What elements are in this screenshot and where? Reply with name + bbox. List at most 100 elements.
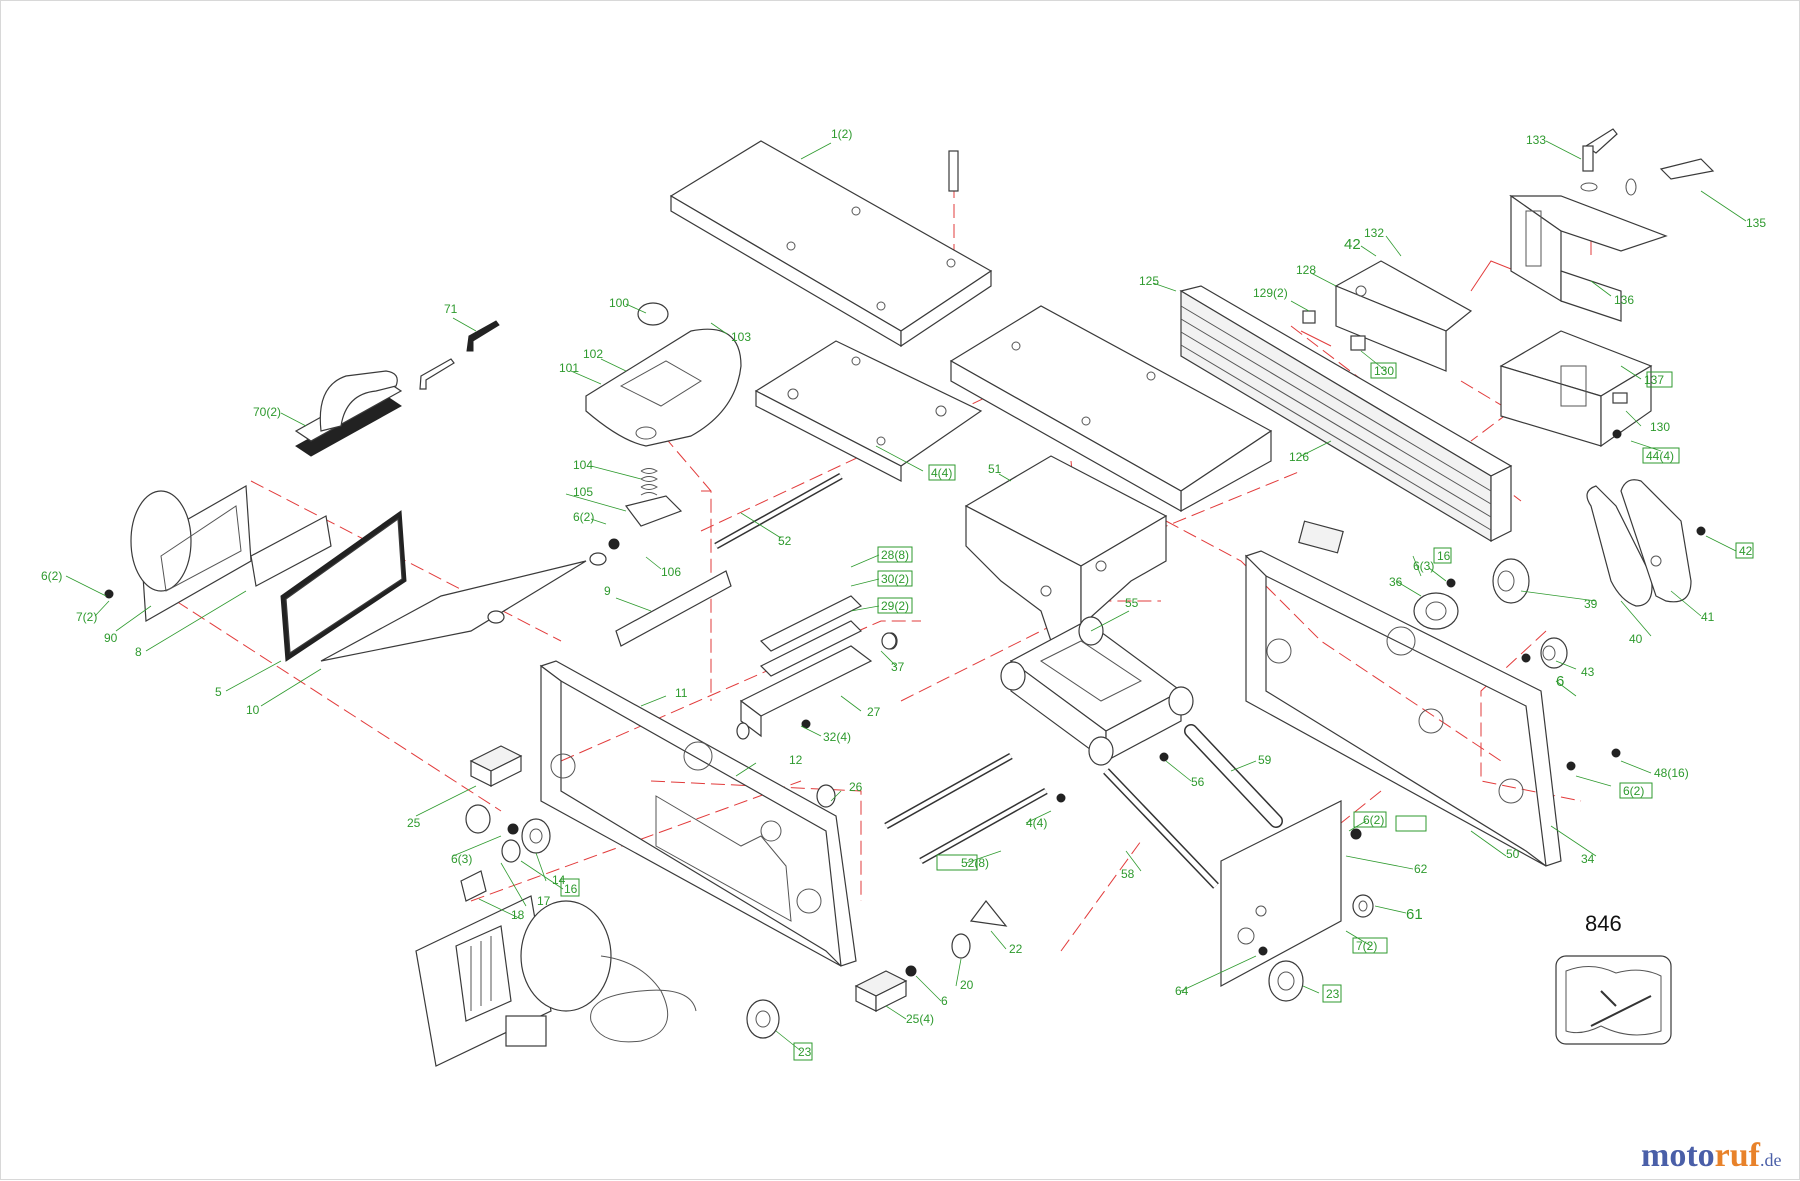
label-9: 9 xyxy=(604,584,611,598)
knob-100 xyxy=(637,302,669,326)
label-130-b: 130 xyxy=(1650,420,1670,434)
label-22: 22 xyxy=(1009,942,1023,956)
label-132: 132 xyxy=(1364,226,1384,240)
brand-suffix: .de xyxy=(1760,1150,1782,1170)
part-labels: 1(2) 71 70(2) 100 103 102 101 104 105 6(… xyxy=(41,127,1766,1059)
label-106: 106 xyxy=(661,565,681,579)
label-42-b: 42 xyxy=(1739,544,1753,558)
disc-cap xyxy=(465,804,491,834)
label-40: 40 xyxy=(1629,632,1643,646)
guide-post-59 xyxy=(1184,724,1283,828)
label-133: 133 xyxy=(1526,133,1546,147)
cutter-head-27 xyxy=(736,595,898,740)
column-support-51 xyxy=(964,455,1168,642)
table-plate-1 xyxy=(669,140,993,348)
frame-plate xyxy=(754,340,983,482)
label-6-b: 6 xyxy=(941,994,948,1008)
label-103: 103 xyxy=(731,330,751,344)
screws xyxy=(104,429,1706,977)
label-28-8: 28(8) xyxy=(881,548,909,562)
leader-lines xyxy=(65,140,1747,1052)
drive-belt xyxy=(1586,485,1653,607)
bar-9 xyxy=(615,570,732,647)
brand-logo: motoruf.de xyxy=(1641,1137,1781,1174)
label-90: 90 xyxy=(104,631,118,645)
side-plate-left xyxy=(539,660,857,967)
label-16-b: 16 xyxy=(564,882,578,896)
label-5: 5 xyxy=(215,685,222,699)
brand-name-a: moto xyxy=(1641,1137,1715,1174)
hood-cover-8 xyxy=(250,515,332,587)
belt-cover xyxy=(1620,479,1692,603)
label-105: 105 xyxy=(573,485,593,499)
handwheel-23-right xyxy=(1268,960,1304,1002)
lift-frame-55 xyxy=(1000,616,1194,766)
scale-22 xyxy=(969,900,1008,927)
hex-keys-71 xyxy=(419,320,500,390)
label-6-3-b: 6(3) xyxy=(451,852,472,866)
block-25-4 xyxy=(854,970,908,1012)
fence-extrusion xyxy=(1179,285,1513,554)
label-50: 50 xyxy=(1506,847,1520,861)
label-34: 34 xyxy=(1581,852,1595,866)
label-11: 11 xyxy=(675,686,688,700)
label-52-8: 52(8) xyxy=(961,856,989,870)
label-6-2-a: 6(2) xyxy=(573,510,594,524)
label-29-2: 29(2) xyxy=(881,599,909,613)
label-128: 128 xyxy=(1296,263,1316,277)
label-125: 125 xyxy=(1139,274,1159,288)
knob-61 xyxy=(1352,894,1374,918)
label-7-2-a: 7(2) xyxy=(76,610,97,624)
label-25: 25 xyxy=(407,816,421,830)
label-6-3-a: 6(3) xyxy=(1413,559,1434,573)
blade-guard-102 xyxy=(585,328,742,447)
bearing-flange-36 xyxy=(1413,592,1459,630)
side-plate-right xyxy=(1244,550,1562,867)
label-6-2-c: 6(2) xyxy=(41,569,62,583)
label-36: 36 xyxy=(1389,575,1403,589)
label-101: 101 xyxy=(559,361,579,375)
svg-text:motoruf.de: motoruf.de xyxy=(1641,1137,1781,1174)
shaft-52-8a xyxy=(884,752,1013,830)
label-100: 100 xyxy=(609,296,629,310)
label-41: 41 xyxy=(1701,610,1715,624)
label-71: 71 xyxy=(444,302,458,316)
label-42-a: 42 xyxy=(1344,236,1361,253)
label-129-2: 129(2) xyxy=(1253,286,1288,300)
shaft-52-8b xyxy=(919,787,1048,865)
label-59: 59 xyxy=(1258,753,1272,767)
label-17: 17 xyxy=(537,894,551,908)
kit-846-box xyxy=(1555,955,1672,1045)
label-56: 56 xyxy=(1191,775,1205,789)
bearing-14 xyxy=(521,818,551,854)
label-51: 51 xyxy=(988,462,1002,476)
pulley-43 xyxy=(1540,637,1568,669)
knob-20 xyxy=(951,933,971,959)
label-48-16: 48(16) xyxy=(1654,766,1689,780)
ring-37 xyxy=(881,632,897,650)
label-26: 26 xyxy=(849,780,863,794)
bearing-16 xyxy=(501,839,521,863)
motor-assembly xyxy=(415,895,697,1067)
guard-arm-10 xyxy=(320,552,607,662)
label-137: 137 xyxy=(1644,373,1664,387)
label-18: 18 xyxy=(511,908,525,922)
label-23-b: 23 xyxy=(798,1045,812,1059)
label-58: 58 xyxy=(1121,867,1135,881)
label-37: 37 xyxy=(891,660,905,674)
kit-number: 846 xyxy=(1585,911,1622,936)
label-6-a: 6 xyxy=(1556,673,1564,690)
guard-plate-5 xyxy=(280,510,407,662)
label-20: 20 xyxy=(960,978,974,992)
label-104: 104 xyxy=(573,458,593,472)
label-43: 43 xyxy=(1581,665,1595,679)
push-block-70 xyxy=(294,370,403,457)
fence-holder-136 xyxy=(1509,194,1668,322)
fence-holder-137 xyxy=(1499,330,1653,448)
label-25-4: 25(4) xyxy=(906,1012,934,1026)
lift-screw-58 xyxy=(1103,768,1219,889)
label-23-a: 23 xyxy=(1326,987,1340,1001)
label-30-2: 30(2) xyxy=(881,572,909,586)
label-14: 14 xyxy=(552,873,566,887)
